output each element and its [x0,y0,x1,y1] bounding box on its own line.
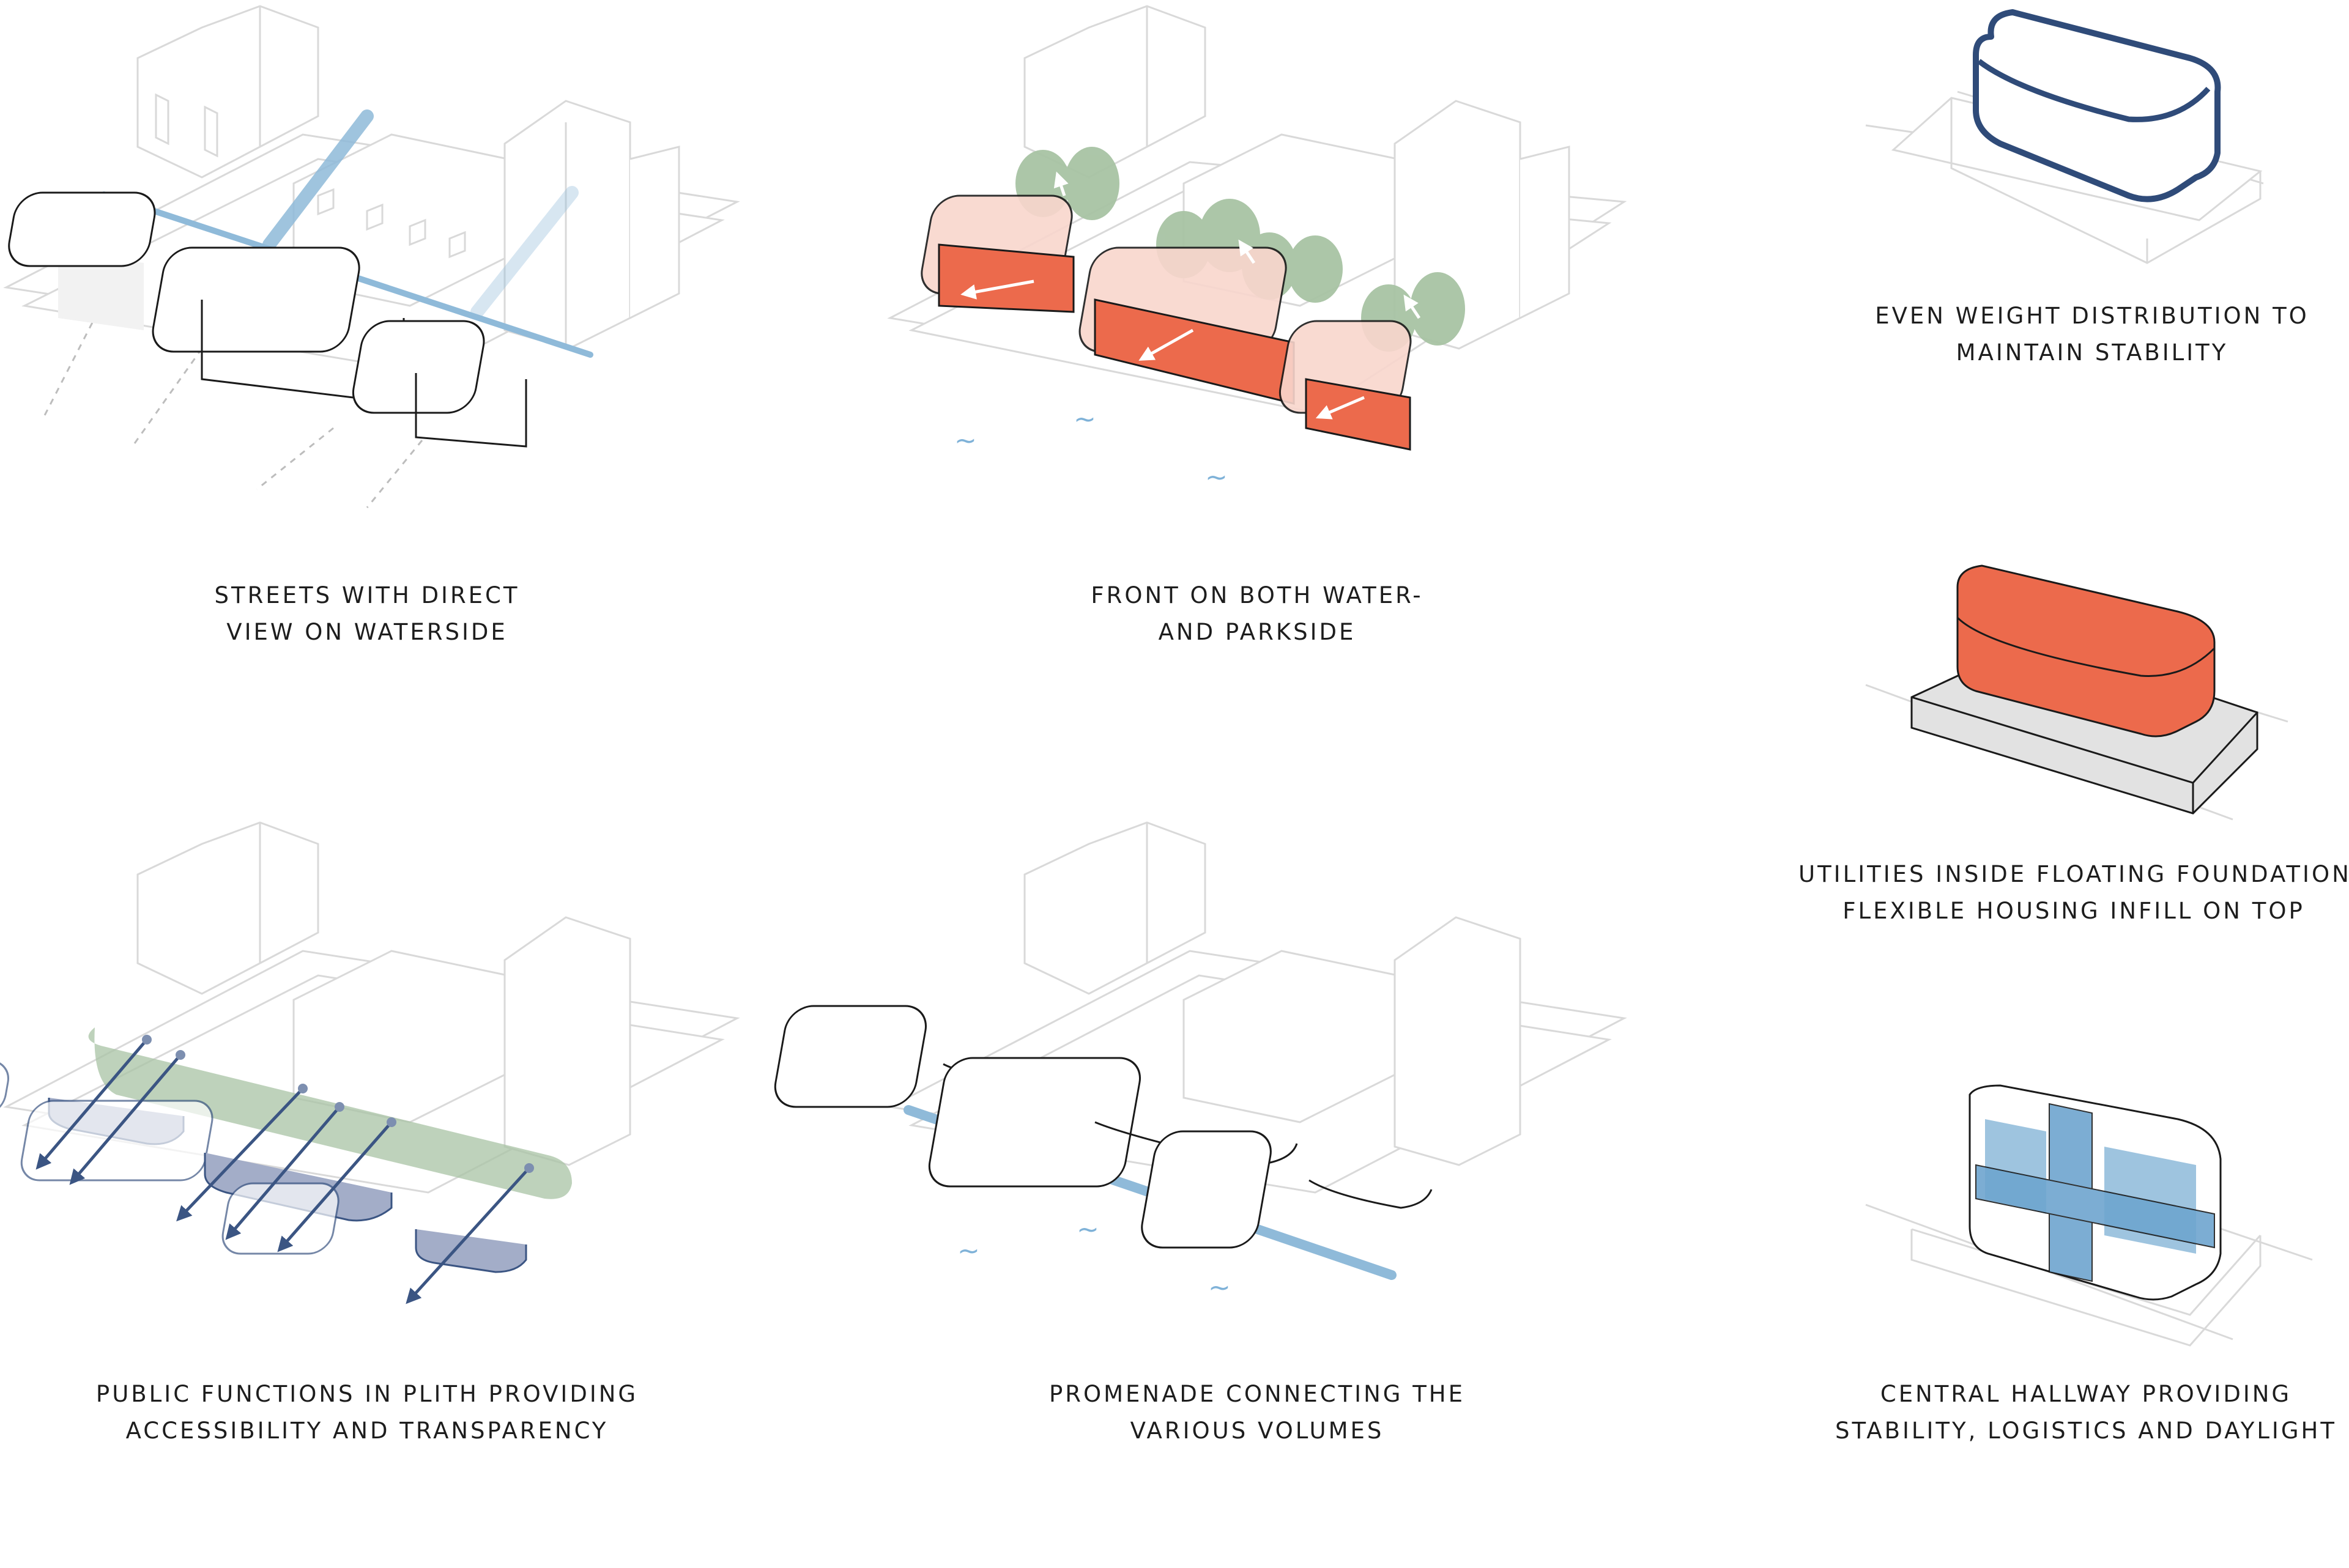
caption-front: FRONT ON BOTH WATER- AND PARKSIDE [1067,577,1447,651]
caption-utilities: UTILITIES INSIDE FLOATING FOUNDATION FLE… [1798,856,2349,930]
panel-hallway [1866,1085,2312,1345]
panel-front: ~ ~ ~ [890,6,1624,493]
caption-line: CENTRAL HALLWAY PROVIDING [1829,1376,2343,1413]
water-symbol: ~ [1074,404,1096,435]
water-symbol: ~ [1077,1214,1099,1245]
caption-streets: STREETS WITH DIRECT VIEW ON WATERSIDE [168,577,566,651]
caption-line: VIEW ON WATERSIDE [168,614,566,651]
caption-line: PROMENADE CONNECTING THE [1031,1376,1483,1413]
panel-promenade: ~ ~ ~ [771,823,1624,1303]
caption-line: VARIOUS VOLUMES [1031,1413,1483,1449]
caption-weight: EVEN WEIGHT DISTRIBUTION TO MAINTAIN STA… [1847,298,2337,371]
panel-weight [1866,12,2263,263]
caption-public: PUBLIC FUNCTIONS IN PLITH PROVIDING ACCE… [73,1376,661,1449]
water-symbol: ~ [1205,462,1228,493]
caption-line: ACCESSIBILITY AND TRANSPARENCY [73,1413,661,1449]
caption-line: EVEN WEIGHT DISTRIBUTION TO [1847,298,2337,335]
caption-line: STREETS WITH DIRECT [168,577,566,614]
panel-public [0,823,737,1300]
caption-line: MAINTAIN STABILITY [1847,335,2337,371]
caption-line: FRONT ON BOTH WATER- [1067,577,1447,614]
panel-utilities [1866,566,2288,819]
caption-line: STABILITY, LOGISTICS AND DAYLIGHT [1829,1413,2343,1449]
caption-line: FLEXIBLE HOUSING INFILL ON TOP [1798,893,2349,930]
caption-line: PUBLIC FUNCTIONS IN PLITH PROVIDING [73,1376,661,1413]
caption-hallway: CENTRAL HALLWAY PROVIDING STABILITY, LOG… [1829,1376,2343,1449]
caption-line: UTILITIES INSIDE FLOATING FOUNDATION [1798,856,2349,893]
water-symbols: ~ ~ ~ [954,404,1228,493]
panel-streets [5,6,737,508]
water-symbol: ~ [1208,1272,1231,1303]
caption-line: AND PARKSIDE [1067,614,1447,651]
water-symbol: ~ [957,1235,980,1267]
caption-promenade: PROMENADE CONNECTING THE VARIOUS VOLUMES [1031,1376,1483,1449]
water-symbol: ~ [954,425,977,456]
